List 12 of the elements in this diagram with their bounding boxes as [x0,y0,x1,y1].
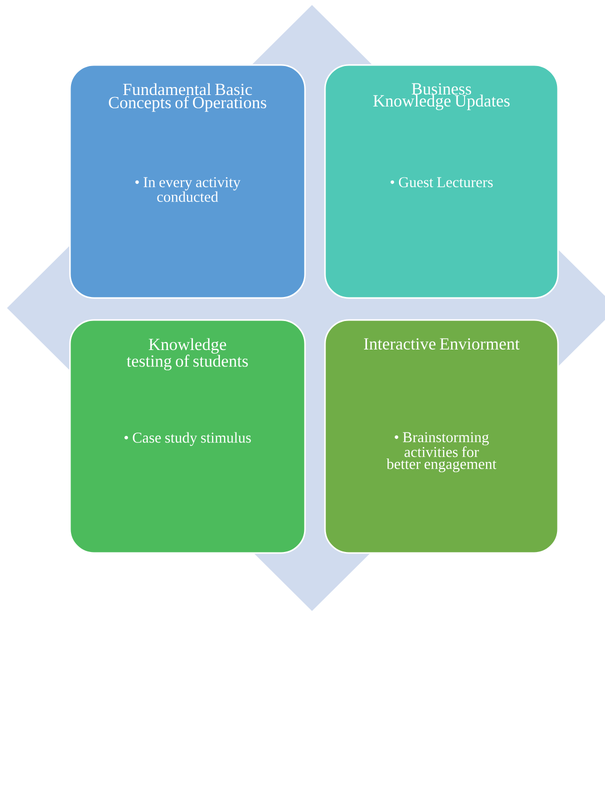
bullet-text: • Brainstorming activities for better engagement [386,432,496,472]
rounded-box [69,319,306,554]
bullet-text: • In every activity conducted [135,177,240,202]
box-heading: Knowledge testing of students [126,338,248,370]
bullet-text: • Case study stimulus [124,432,251,446]
rounded-box [69,64,306,299]
rounded-box [324,319,559,554]
box-heading: Interactive Enviorment [364,338,520,350]
box-heading: Business Knowledge Updates [373,83,510,110]
bullet-text: • Guest Lecturers [390,177,493,188]
box-heading: Fundamental Basic Concepts of Operations [108,83,266,112]
rounded-box [324,64,559,299]
